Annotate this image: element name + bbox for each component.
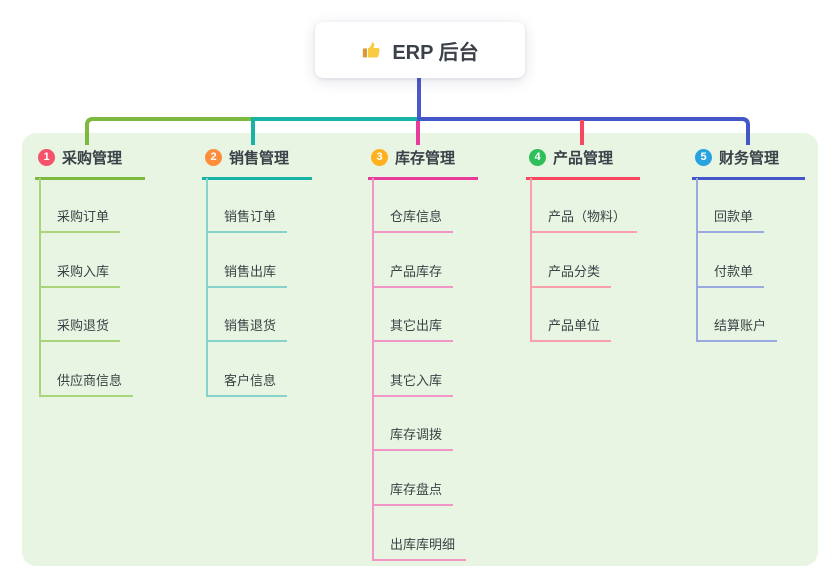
- branch-label: 财务管理: [719, 150, 780, 167]
- child-node[interactable]: 产品分类: [530, 259, 612, 288]
- child-node[interactable]: 供应商信息: [39, 368, 134, 397]
- child-node[interactable]: 采购退货: [39, 313, 121, 343]
- child-node[interactable]: 其它入库: [372, 368, 454, 397]
- child-node[interactable]: 付款单: [696, 259, 765, 288]
- child-node[interactable]: 产品（物料）: [530, 204, 638, 233]
- child-node[interactable]: 出库库明细: [372, 532, 467, 561]
- child-node[interactable]: 其它出库: [372, 313, 454, 343]
- child-node[interactable]: 产品单位: [530, 313, 612, 343]
- child-node[interactable]: 采购订单: [39, 204, 121, 233]
- branch-number-badge: 5: [695, 149, 712, 166]
- branch-child-connector: [530, 178, 532, 343]
- branch-child-connector: [696, 178, 698, 343]
- branch-number-badge: 1: [38, 149, 55, 166]
- child-node[interactable]: 客户信息: [206, 368, 288, 397]
- child-node[interactable]: 回款单: [696, 204, 765, 233]
- child-node[interactable]: 销售出库: [206, 259, 288, 288]
- child-node[interactable]: 库存盘点: [372, 477, 454, 506]
- branches-panel: [22, 133, 818, 566]
- thumbs-up-icon: [361, 39, 383, 61]
- child-node[interactable]: 产品库存: [372, 259, 454, 288]
- branch-header-1[interactable]: 1 采购管理: [35, 146, 145, 180]
- child-node[interactable]: 采购入库: [39, 259, 121, 288]
- branch-header-5[interactable]: 5 财务管理: [692, 146, 805, 180]
- root-node-label: ERP 后台: [392, 41, 479, 64]
- child-node[interactable]: 销售退货: [206, 313, 288, 343]
- branch-number-badge: 2: [205, 149, 222, 166]
- branch-label: 销售管理: [229, 150, 290, 167]
- child-node[interactable]: 销售订单: [206, 204, 288, 233]
- branch-label: 产品管理: [553, 150, 614, 167]
- child-node[interactable]: 库存调拨: [372, 422, 454, 452]
- branch-child-connector: [372, 178, 374, 561]
- branch-number-badge: 4: [529, 149, 546, 166]
- branch-header-2[interactable]: 2 销售管理: [202, 146, 312, 180]
- root-node-erp[interactable]: ERP 后台: [315, 22, 525, 78]
- branch-header-4[interactable]: 4 产品管理: [526, 146, 640, 180]
- branch-header-3[interactable]: 3 库存管理: [368, 146, 478, 180]
- branch-number-badge: 3: [371, 149, 388, 166]
- branch-label: 采购管理: [62, 150, 123, 167]
- branch-label: 库存管理: [395, 150, 456, 167]
- child-node[interactable]: 仓库信息: [372, 204, 454, 233]
- child-node[interactable]: 结算账户: [696, 313, 778, 343]
